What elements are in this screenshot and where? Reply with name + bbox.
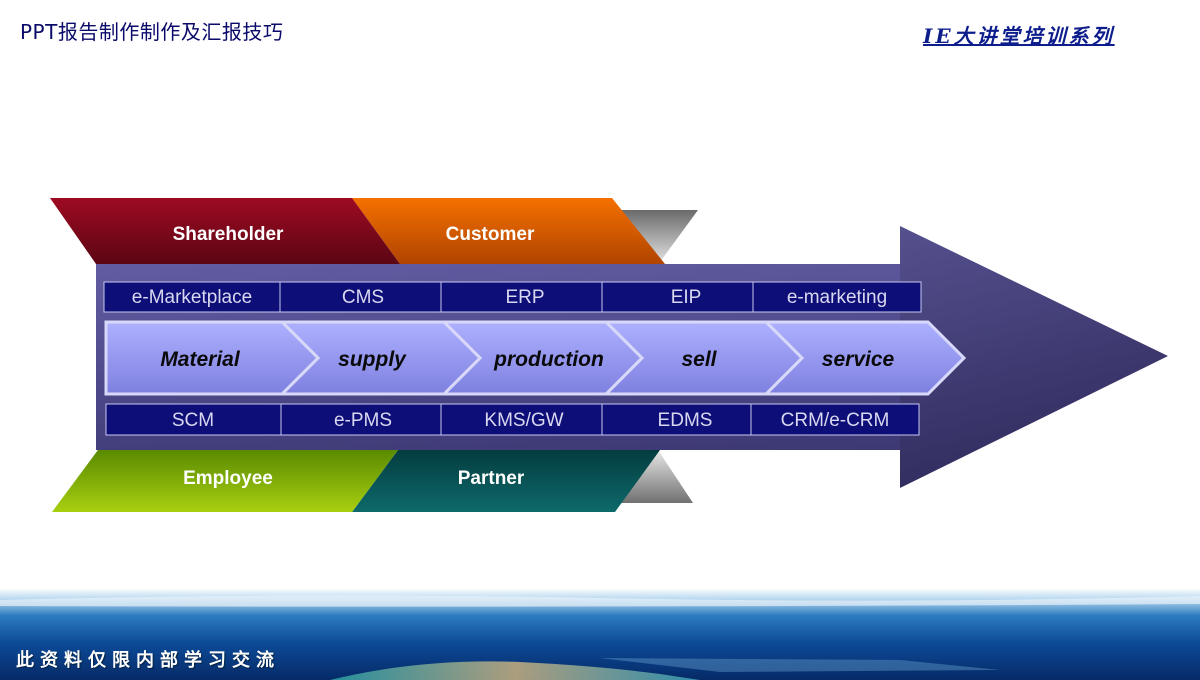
- system-box: [279, 281, 442, 313]
- stakeholder-label: Employee: [183, 468, 273, 489]
- system-box: [601, 403, 752, 436]
- chevron-material: [104, 320, 321, 396]
- ocean-banner: [0, 588, 1200, 680]
- chain-label: production: [493, 348, 604, 371]
- system-box: [103, 281, 281, 313]
- stakeholder-label: Customer: [446, 224, 535, 245]
- stakeholder-label: Partner: [458, 468, 525, 489]
- series-label: IE大讲堂培训系列: [923, 24, 1115, 48]
- chain-label: sell: [681, 348, 717, 371]
- value-chain-row: Material supply production sell service: [104, 320, 967, 396]
- system-label: CMS: [342, 287, 384, 308]
- system-box: [440, 281, 603, 313]
- employee-shape: [52, 450, 398, 512]
- shareholder-shape: [50, 198, 400, 264]
- system-label: e-Marketplace: [132, 287, 252, 308]
- footer-note: 此资料仅限内部学习交流: [16, 650, 280, 671]
- system-label: EIP: [671, 287, 702, 308]
- systems-bottom-row: SCM e-PMS KMS/GW EDMS CRM/e-CRM: [105, 403, 920, 436]
- system-box: [750, 403, 920, 436]
- chain-label: Material: [160, 348, 241, 371]
- system-label: ERP: [505, 287, 544, 308]
- system-box: [752, 281, 922, 313]
- system-label: KMS/GW: [484, 410, 563, 431]
- system-label: SCM: [172, 410, 214, 431]
- system-box: [280, 403, 442, 436]
- system-label: e-marketing: [787, 287, 887, 308]
- system-box: [440, 403, 603, 436]
- chain-label: supply: [338, 348, 407, 371]
- system-label: EDMS: [658, 410, 713, 431]
- customer-shape: [352, 198, 665, 264]
- chain-label: service: [822, 348, 895, 371]
- system-label: CRM/e-CRM: [781, 410, 890, 431]
- system-box: [105, 403, 282, 436]
- system-label: e-PMS: [334, 410, 392, 431]
- systems-top-row: e-Marketplace CMS ERP EIP e-marketing: [103, 281, 922, 313]
- page-title: PPT报告制作制作及汇报技巧: [20, 20, 284, 44]
- partner-shape: [352, 450, 660, 512]
- stakeholder-label: Shareholder: [173, 224, 284, 245]
